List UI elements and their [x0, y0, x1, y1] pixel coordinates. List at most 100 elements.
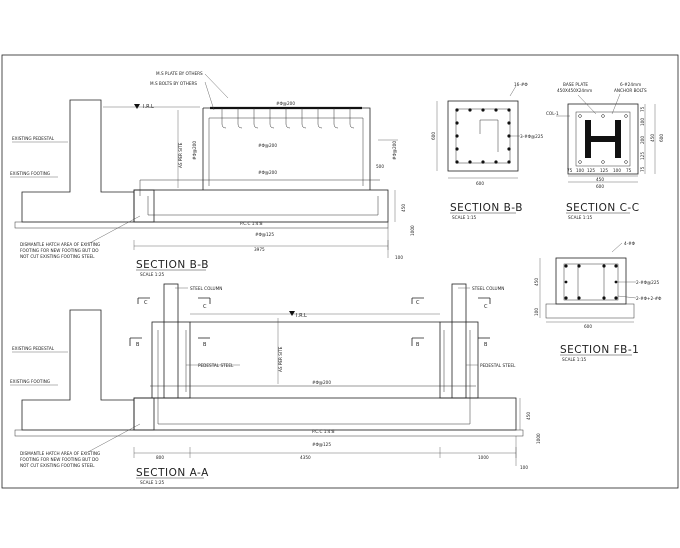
rebar-bottom-bb: #Φ@125: [255, 232, 274, 237]
cc-dim-450-h: 450: [596, 177, 604, 182]
section-bb-title: SECTION B-B: [136, 259, 209, 271]
cc-dim-h-1: 75: [567, 168, 573, 173]
rebar-bottom-aa: #Φ@125: [312, 442, 331, 447]
pedestal-cc: [567, 103, 639, 175]
fb1-rebar-top: 4-#Φ: [624, 241, 636, 246]
pcc-bb: [14, 221, 389, 229]
rebar-ring-side-sbb: 3-#Φ@225: [520, 134, 543, 139]
marker-b-right-1: B: [416, 342, 420, 348]
section-fb1-drawing: [539, 242, 637, 323]
dismantle-hatch-bb: [133, 189, 155, 223]
existing-pedestal-label-bb: EXISTING PEDESTAL: [12, 136, 55, 141]
cc-dim-h-2: 100: [576, 168, 584, 173]
cc-dim-h-5: 100: [613, 168, 621, 173]
dismantle-note-3-aa: NOT CUT EXISTING FOOTING STEEL: [20, 463, 95, 468]
steel-column-label-right: STEEL COLUMN: [472, 286, 504, 291]
dismantle-note-1-bb: DISMANTLE HATCH AREA OF EXISTING: [20, 242, 100, 247]
pedestal-left-aa: [151, 321, 191, 399]
cc-dim-h-6: 75: [626, 168, 632, 173]
base-plate-label-2: 450X450X24mm: [557, 88, 592, 93]
section-fb1-scale: SCALE 1:15: [562, 357, 586, 362]
ms-bolts-bb: [221, 108, 355, 129]
col1-label: COL-1: [546, 111, 559, 116]
marker-b-left-1: B: [136, 342, 140, 348]
section-bb-small-scale: SCALE 1:15: [452, 215, 476, 220]
existing-footing-label-bb: EXISTING FOOTING: [10, 171, 50, 176]
new-footing-bb: [133, 189, 389, 223]
dim-450-bb: 450: [401, 204, 406, 212]
cc-dim-h-4: 125: [600, 168, 608, 173]
cc-col-dims: 75 100 200 125 75: [640, 106, 645, 172]
cc-dim-v-1: 75: [640, 106, 645, 112]
irl-label-bb: I.R.L: [143, 104, 154, 110]
cc-dim-v-4: 125: [640, 152, 645, 160]
fb1-rebar-bottom: 2-#Φ+2-#Φ: [636, 296, 662, 301]
rebar-mid-bb: #Φ@200: [258, 143, 277, 148]
cc-dim-600-h: 600: [596, 184, 604, 189]
dim-1000-bb: 1000: [410, 225, 415, 236]
dim-height-sbb: 600: [431, 132, 436, 140]
sheet-border: [1, 54, 679, 489]
rebar-mid-aa: #Φ@200: [312, 380, 331, 385]
existing-pedestal-shape-aa: [21, 309, 135, 431]
marker-b-right-2: B: [484, 342, 488, 348]
dim-total-bb: 3975: [254, 247, 265, 252]
dim-450-aa: 450: [526, 412, 531, 420]
dim-100-aa: 100: [520, 465, 528, 470]
cc-dim-h-3: 125: [587, 168, 595, 173]
cc-dim-600-v: 600: [659, 134, 664, 142]
rebar-ring-top-sbb: 16-#Φ: [514, 82, 528, 87]
dim-1000-aa: 1000: [536, 433, 541, 444]
marker-b-left-2: B: [203, 342, 207, 348]
pcc-aa: [14, 429, 524, 437]
dim-width-sbb: 600: [476, 181, 484, 186]
fb1-dim-100: 100: [534, 308, 539, 316]
cc-dim-450-v: 450: [650, 134, 655, 142]
cc-row-dims: 75 100 125 125 100 75: [567, 168, 632, 173]
column-flange-left: [585, 120, 591, 158]
base-plate-cc: [575, 111, 631, 167]
ms-plate-label: M.S PLATE BY OTHERS: [156, 71, 203, 76]
base-plate-label-1: BASE PLATE: [563, 82, 588, 87]
column-web: [591, 136, 615, 142]
dismantle-note-3-bb: NOT CUT EXISTING FOOTING STEEL: [20, 254, 95, 259]
rebar-side-right-bb: #Φ@200: [392, 141, 397, 160]
steel-column-left-aa: [163, 283, 179, 399]
rebar-footing-top-bb: #Φ@200: [258, 170, 277, 175]
section-aa-scale: SCALE 1:25: [140, 480, 164, 485]
pedestal-bb: [202, 107, 371, 190]
existing-pedestal-label-aa: EXISTING PEDESTAL: [12, 346, 55, 351]
dismantle-note-1-aa: DISMANTLE HATCH AREA OF EXISTING: [20, 451, 100, 456]
fb1-rebar-side: 2-#Φ@225: [636, 280, 659, 285]
dismantle-note-2-bb: FOOTING FOR NEW FOOTING BUT DO: [20, 248, 99, 253]
new-footing-aa: [133, 397, 517, 431]
cc-dim-v-3: 200: [640, 136, 645, 144]
section-bb-scale: SCALE 1:25: [140, 272, 164, 277]
marker-c-left-2: C: [203, 304, 207, 310]
marker-c-right-2: C: [484, 304, 488, 310]
dim-total-aa: 4350: [300, 455, 311, 460]
section-bb-drawing: [14, 73, 398, 258]
fb1-dim-600: 600: [584, 324, 592, 329]
rebar-side-left-bb: #Φ@200: [192, 141, 197, 160]
irl-label-aa: I.R.L: [296, 313, 307, 319]
dim-100-bb: 100: [395, 255, 403, 260]
cc-dim-v-5: 75: [640, 166, 645, 172]
pcc-label-aa: P.C.C 1:4:8: [312, 429, 335, 434]
section-cc-title: SECTION C-C: [566, 202, 640, 214]
anchor-label-1: 6-#24mm: [620, 82, 641, 87]
dismantle-hatch-aa: [133, 397, 155, 431]
section-bb-small-title: SECTION B-B: [450, 202, 523, 214]
as-per-site-bb: AS PER SITE: [178, 142, 183, 168]
pcc-label-bb: P.C.C 1:4:8: [240, 221, 263, 226]
marker-c-right-1: C: [416, 300, 420, 306]
anchor-label-2: ANCHOR BOLTS: [614, 88, 647, 93]
section-cc-scale: SCALE 1:15: [568, 215, 592, 220]
section-bb-small-drawing: [436, 85, 520, 179]
rebar-top-bb: #Φ@200: [276, 101, 295, 106]
pedestal-steel-label-right: PEDESTAL STEEL: [480, 363, 516, 368]
section-fb1-title: SECTION FB-1: [560, 344, 639, 356]
fb1-pcc: [545, 303, 635, 319]
section-cc-drawing: [556, 93, 656, 183]
